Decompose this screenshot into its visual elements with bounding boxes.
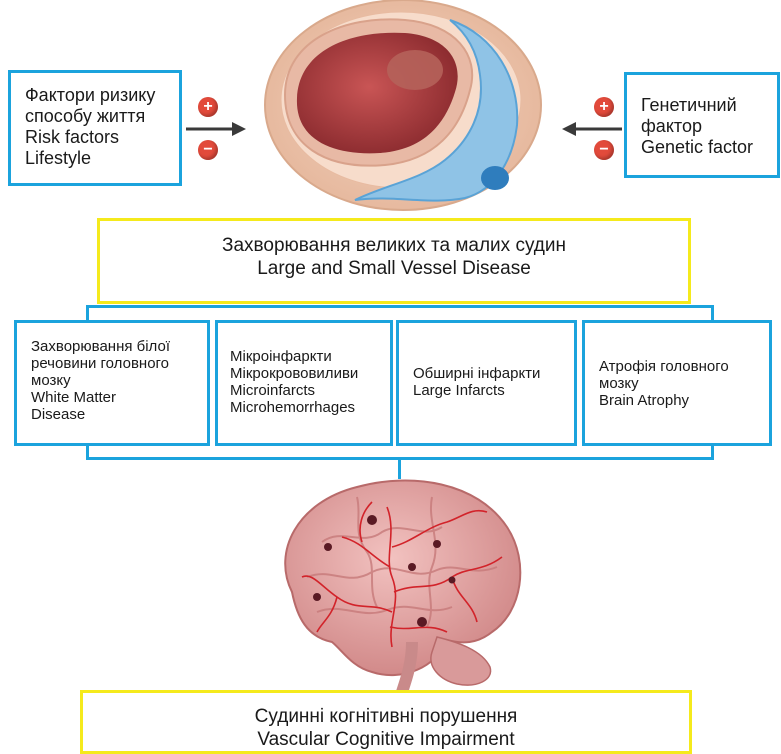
category-line: Захворювання білої: [31, 338, 207, 355]
outcome-title-uk: Судинні когнітивні порушення: [83, 705, 689, 728]
vessel-disease-title-uk: Захворювання великих та малих судин: [100, 234, 688, 257]
category-line: Microhemorrhages: [230, 399, 390, 416]
vessel-disease-title-en: Large and Small Vessel Disease: [100, 257, 688, 280]
vessel-cross-section-illustration: [255, 0, 555, 215]
lifestyle-label-line-4: Lifestyle: [25, 148, 179, 169]
lifestyle-label-line-1: Фактори ризику: [25, 85, 179, 106]
category-line: речовини головного: [31, 355, 207, 372]
vessel-disease-box: Захворювання великих та малих судин Larg…: [97, 218, 691, 304]
minus-icon: −: [594, 140, 614, 160]
genetic-factor-box: Генетичний фактор Genetic factor: [624, 72, 780, 178]
category-line: мозку: [31, 372, 207, 389]
category-line: White Matter: [31, 389, 207, 406]
microinfarcts-box: Мікроінфаркти Мікрокрововиливи Microinfa…: [215, 320, 393, 446]
brain-illustration: [262, 472, 532, 694]
category-line: Мікроінфаркти: [230, 348, 390, 365]
category-line: Large Infarcts: [413, 382, 574, 399]
large-infarcts-box: Обширні інфаркти Large Infarcts: [396, 320, 577, 446]
genetic-label-line-3: Genetic factor: [641, 137, 777, 158]
genetic-label-line-2: фактор: [641, 116, 777, 137]
category-line: Microinfarcts: [230, 382, 390, 399]
lifestyle-risk-factors-box: Фактори ризику способу життя Risk factor…: [8, 70, 182, 186]
vascular-cognitive-impairment-box: Судинні когнітивні порушення Vascular Co…: [80, 690, 692, 754]
plus-icon: +: [594, 97, 614, 117]
genetic-label-line-1: Генетичний: [641, 95, 777, 116]
lifestyle-label-line-3: Risk factors: [25, 127, 179, 148]
top-connector-bar: [86, 305, 714, 308]
minus-icon: −: [198, 140, 218, 160]
category-line: Brain Atrophy: [599, 392, 769, 409]
category-line: Атрофія головного: [599, 358, 769, 375]
brain-atrophy-box: Атрофія головного мозку Brain Atrophy: [582, 320, 772, 446]
white-matter-disease-box: Захворювання білої речовини головного мо…: [14, 320, 210, 446]
arrow-icon: [184, 121, 248, 137]
lifestyle-label-line-2: способу життя: [25, 106, 179, 127]
category-line: Мікрокрововиливи: [230, 365, 390, 382]
outcome-title-en: Vascular Cognitive Impairment: [83, 728, 689, 751]
arrow-icon: [560, 121, 624, 137]
plus-icon: +: [198, 97, 218, 117]
category-line: Обширні інфаркти: [413, 365, 574, 382]
category-line: Disease: [31, 406, 207, 423]
category-line: мозку: [599, 375, 769, 392]
